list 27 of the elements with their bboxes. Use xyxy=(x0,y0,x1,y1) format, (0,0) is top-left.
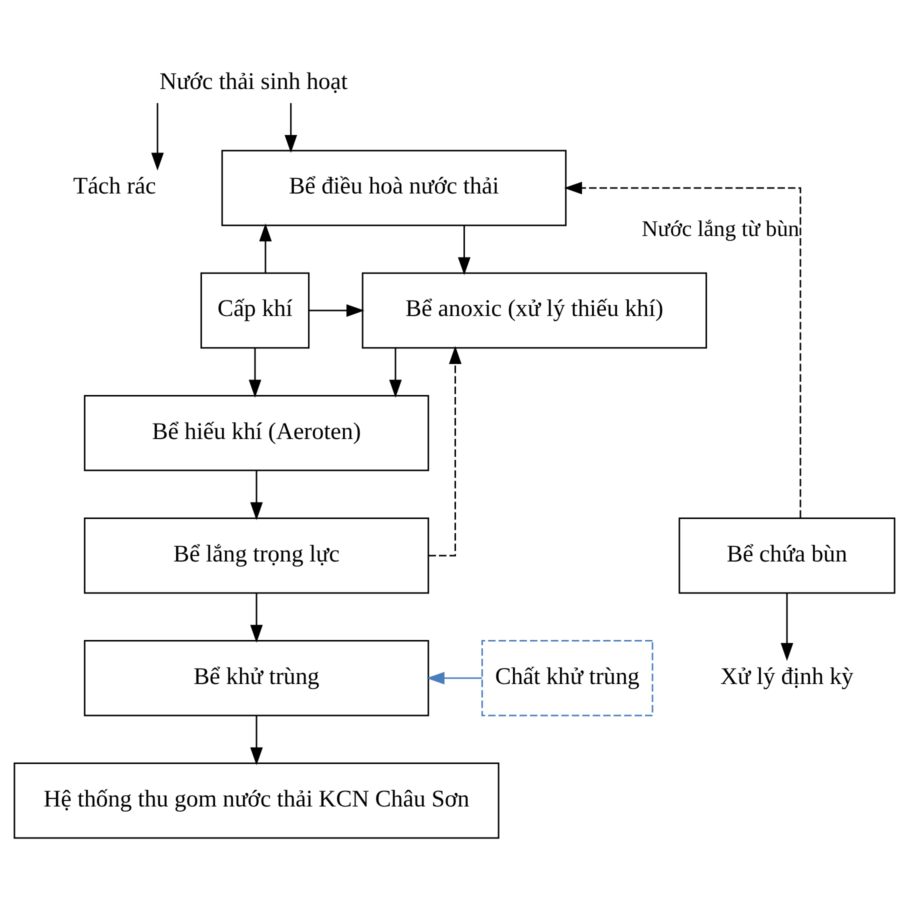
node-box: Chất khử trùng xyxy=(481,640,654,716)
node-box: Bể khử trùng xyxy=(84,640,430,716)
node-box: Hệ thống thu gom nước thải KCN Châu Sơn xyxy=(14,762,500,839)
arrow xyxy=(389,348,402,398)
edge-label: Nước lắng từ bùn xyxy=(642,216,800,241)
node-text: Nước thải sinh hoạt xyxy=(159,69,348,96)
node-box: Bể điều hoà nước thải xyxy=(221,150,567,226)
arrow xyxy=(259,223,272,274)
node-box: Cấp khí xyxy=(200,272,310,349)
arrow xyxy=(428,346,462,556)
arrow xyxy=(250,470,263,520)
node-box: Bể hiếu khí (Aeroten) xyxy=(84,394,430,472)
node-box: Bể lắng trọng lực xyxy=(84,518,430,594)
arrow xyxy=(564,182,802,518)
arrow xyxy=(250,716,263,766)
arrow xyxy=(250,593,263,643)
node-text: Tách rác xyxy=(73,174,156,200)
arrow xyxy=(426,672,482,684)
arrow xyxy=(284,103,298,153)
node-box: Bể anoxic (xử lý thiếu khí) xyxy=(362,272,708,349)
arrow xyxy=(458,225,470,276)
node-text: Xử lý định kỳ xyxy=(720,664,854,690)
arrow xyxy=(780,593,794,661)
arrow xyxy=(248,348,262,398)
node-box: Bể chứa bùn xyxy=(678,518,896,594)
arrow xyxy=(151,103,164,171)
arrow xyxy=(308,304,364,317)
